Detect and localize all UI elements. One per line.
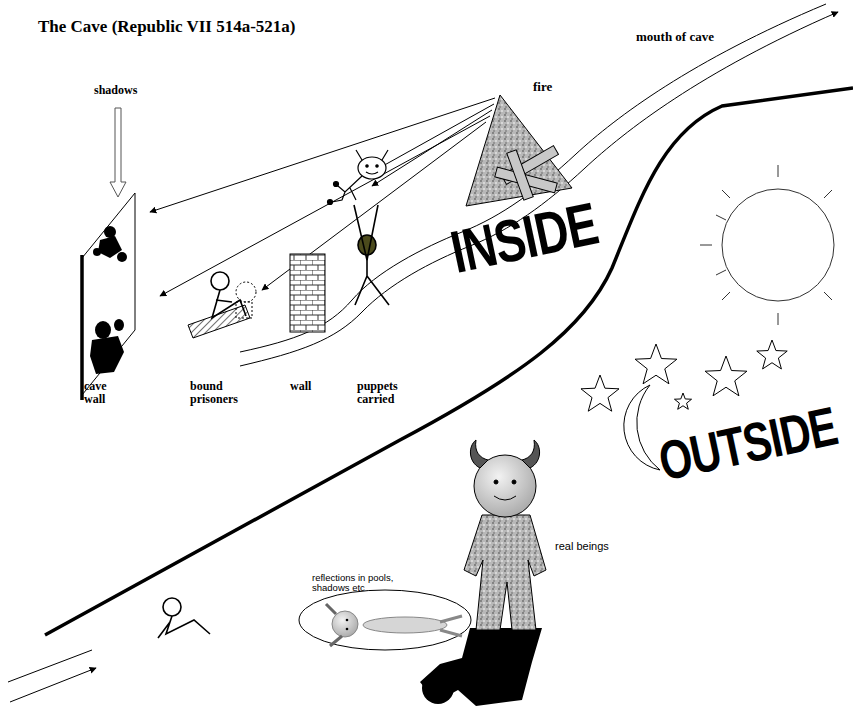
entrance-lines (8, 650, 92, 682)
reflection-pool (346, 619, 349, 622)
shadow-silhouette (422, 672, 454, 704)
moon-stars (581, 375, 619, 411)
sun-symbol (700, 165, 832, 325)
part-label: wall (290, 380, 311, 393)
cave-wall-panel (117, 252, 127, 262)
cave-boundary (45, 88, 853, 635)
reflection-pool (363, 617, 447, 633)
puppet-carrier (355, 255, 389, 305)
cave-wall-panel (82, 193, 135, 400)
cave-passage (240, 4, 838, 366)
prisoner-figure (211, 272, 229, 290)
fire-symbol (507, 150, 533, 200)
puppet-carrier (354, 205, 378, 260)
prisoner-figure (212, 290, 246, 318)
freed-prisoner (163, 598, 181, 616)
puppet-figure (358, 157, 386, 179)
shadow-silhouette (420, 628, 542, 706)
part-label: fire (533, 80, 552, 94)
fire-symbol (466, 95, 572, 206)
cave-wall-panel (104, 226, 116, 238)
puppet-figure (376, 165, 378, 167)
real-being (494, 480, 498, 484)
fire-symbol (466, 95, 572, 206)
puppet-figure (356, 150, 388, 160)
brick-wall (290, 254, 325, 332)
note-label: reflections in pools, shadows etc (312, 573, 424, 594)
diagram-title: The Cave (Republic VII 514a-521a) (38, 18, 296, 37)
real-being (494, 496, 516, 500)
puppet-figure (366, 165, 368, 167)
part-label: puppets carried (357, 380, 419, 406)
part-label: cave wall (84, 380, 124, 406)
moon-stars (624, 385, 660, 470)
entrance-lines (10, 668, 96, 702)
freed-prisoner (158, 598, 210, 638)
prisoner-figure (236, 282, 256, 302)
real-being (512, 480, 516, 484)
brick-wall (290, 254, 325, 332)
moon-stars (635, 344, 677, 384)
cave-wall-panel (93, 248, 101, 256)
moon-stars (674, 393, 691, 409)
sun-symbol (722, 189, 834, 301)
prisoner-figure (188, 305, 250, 338)
shadows-pointer (110, 108, 126, 197)
freed-prisoner (158, 616, 210, 638)
reflection-pool (299, 590, 471, 650)
cave-wall-panel (80, 255, 84, 400)
puppet-figure (334, 182, 339, 187)
reflection-pool (332, 611, 358, 637)
real-being (464, 515, 546, 630)
moon-stars (757, 340, 787, 369)
reflection-pool (440, 616, 462, 636)
prisoner-figure (236, 302, 252, 318)
prisoner-figure (188, 272, 256, 338)
real-being (522, 440, 540, 468)
real-being (470, 440, 488, 468)
part-label: shadows (94, 84, 137, 97)
entrance-lines (8, 650, 96, 702)
part-label: real beings (555, 540, 609, 552)
cave-wall-panel (82, 193, 135, 395)
puppet-carrier (358, 235, 376, 255)
shadow-silhouette (420, 628, 542, 706)
region-label: INSIDE (445, 190, 603, 285)
part-label: bound prisoners (190, 380, 260, 406)
cave-wall-panel (90, 336, 124, 374)
light-rays (150, 98, 495, 212)
reflection-pool (346, 628, 349, 631)
cave-wall-panel (95, 321, 111, 339)
puppet-figure (366, 172, 378, 174)
sun-symbol (700, 165, 834, 325)
place-label: mouth of cave (636, 30, 714, 44)
moon-stars (705, 356, 747, 396)
puppet-figure (328, 200, 333, 205)
cave-passage (240, 4, 826, 352)
region-label: OUTSIDE (654, 396, 842, 492)
puppet-figure (328, 150, 389, 205)
puppet-carrier (354, 205, 389, 305)
cave-boundary (45, 88, 853, 635)
cave-wall-panel (114, 319, 124, 331)
cave-passage (240, 12, 838, 366)
puppet-figure (332, 176, 362, 202)
prisoner-figure (216, 300, 232, 302)
reflection-pool (299, 590, 471, 650)
shadows-pointer (110, 108, 126, 197)
reflection-pool (326, 604, 342, 646)
real-being (464, 440, 546, 630)
